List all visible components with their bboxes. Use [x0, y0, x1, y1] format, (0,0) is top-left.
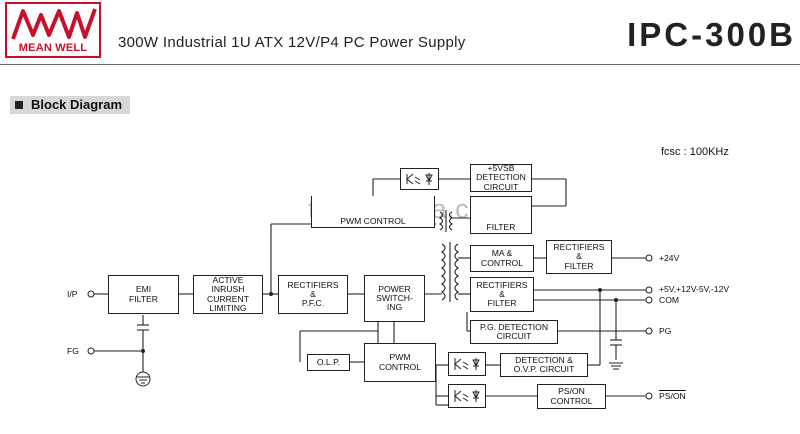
ma-control-block: MA & CONTROL	[470, 245, 534, 272]
product-subtitle: 300W Industrial 1U ATX 12V/P4 PC Power S…	[118, 34, 466, 51]
fg-label: FG	[67, 346, 79, 356]
power-switching-label: POWER SWITCH- ING	[376, 283, 413, 313]
optocoupler-symbol-icon	[454, 358, 480, 370]
pg-detection-block: P.G. DETECTION CIRCUIT	[470, 320, 558, 344]
standby-pwm-control-block: PWM CONTROL	[311, 196, 435, 228]
logo-mark-icon	[11, 8, 97, 40]
standby-filter-label: FILTER	[486, 221, 516, 232]
power-switching-block: POWER SWITCH- ING	[364, 275, 425, 322]
ps-on-control-label: PS/ON CONTROL	[550, 386, 593, 406]
olp-block: O.L.P.	[307, 354, 350, 371]
rectifiers-24v-label: RECTIFIERS & FILTER	[553, 242, 605, 271]
emi-filter-label: EMI FILTER	[129, 284, 158, 304]
ps-on-control-block: PS/ON CONTROL	[537, 384, 606, 409]
switching-frequency: fcsc : 100KHz	[661, 146, 729, 158]
ground-icon	[135, 362, 623, 387]
pwm-control-block: PWM CONTROL	[364, 343, 436, 382]
optocoupler-icon	[400, 168, 439, 190]
standby-pwm-control-label: PWM CONTROL	[340, 215, 406, 226]
rectifiers-24v-block: RECTIFIERS & FILTER	[546, 240, 612, 274]
meanwell-logo: MEAN WELL	[5, 2, 101, 58]
optocoupler-symbol-icon	[454, 390, 480, 402]
out-24v-label: +24V	[659, 253, 680, 263]
section-title: Block Diagram	[31, 97, 123, 112]
detection-ovp-block: DETECTION & O.V.P. CIRCUIT	[500, 353, 588, 377]
pwm-control-label: PWM CONTROL	[378, 352, 422, 372]
ps-on-label: PS/ON	[659, 391, 686, 401]
optocoupler-icon	[448, 384, 486, 408]
ip-label: I/P	[67, 289, 78, 299]
detection-ovp-label: DETECTION & O.V.P. CIRCUIT	[513, 354, 575, 374]
header-rule	[0, 64, 800, 65]
emi-filter-block: EMI FILTER	[108, 275, 179, 314]
ma-control-label: MA & CONTROL	[480, 248, 524, 268]
olp-label: O.L.P.	[316, 356, 341, 367]
model-number: IPC-300B	[627, 16, 796, 53]
rectifiers-main-block: RECTIFIERS & FILTER	[470, 277, 534, 312]
optocoupler-symbol-icon	[406, 173, 433, 185]
5vsb-detection-block: +5VSB DETECTION CIRCUIT	[470, 164, 532, 192]
inrush-limiting-block: ACTIVE INRUSH CURRENT LIMITING	[193, 275, 263, 314]
pg-detection-label: P.G. DETECTION CIRCUIT	[479, 321, 549, 341]
rectifiers-pfc-label: RECTIFIERS & P.F.C.	[287, 279, 339, 309]
header: MEAN WELL 300W Industrial 1U ATX 12V/P4 …	[0, 0, 800, 70]
com-label: COM	[659, 295, 680, 305]
5vsb-detection-label: +5VSB DETECTION CIRCUIT	[476, 164, 526, 192]
section-heading: Block Diagram	[10, 96, 130, 114]
rectifiers-main-label: RECTIFIERS & FILTER	[476, 279, 528, 309]
optocoupler-icon	[448, 352, 486, 376]
out-main-label: +5V,+12V-5V,-12V	[659, 284, 730, 294]
rectifiers-pfc-block: RECTIFIERS & P.F.C.	[278, 275, 348, 314]
standby-filter-block: FILTER	[470, 196, 532, 234]
brand-name: MEAN WELL	[18, 42, 88, 54]
inrush-limiting-label: ACTIVE INRUSH CURRENT LIMITING	[206, 274, 249, 313]
pg-label: PG	[659, 326, 672, 336]
square-bullet-icon	[15, 101, 23, 109]
